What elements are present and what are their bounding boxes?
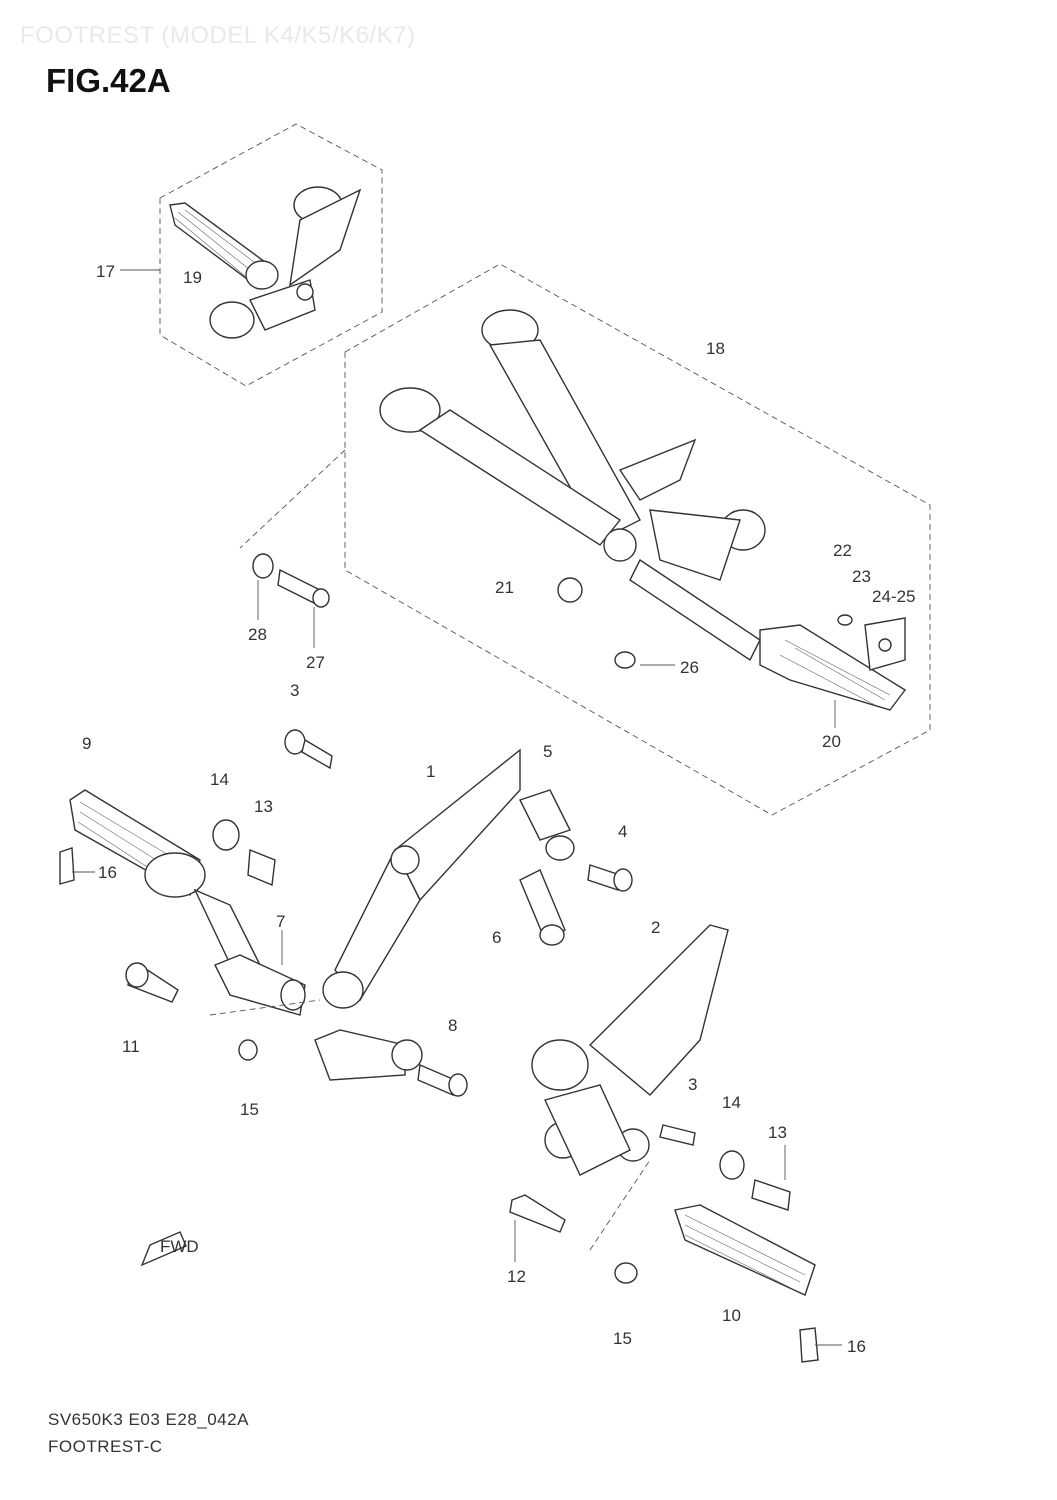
part-17-footrest-assembly — [169, 186, 362, 339]
part-27-28-bolt-washer — [252, 553, 330, 608]
callout-3-right: 3 — [688, 1075, 697, 1094]
callout-3-left: 3 — [290, 681, 299, 700]
part-10-footrest-right — [674, 1204, 819, 1363]
callout-11: 11 — [122, 1037, 140, 1056]
callout-21: 21 — [495, 578, 514, 597]
leader-lines — [72, 269, 842, 1346]
part-3-13-14-right — [659, 1124, 791, 1211]
callout-22: 22 — [833, 541, 852, 560]
part-7-11-15-left — [125, 954, 306, 1061]
callout-1: 1 — [426, 762, 435, 781]
callout-28: 28 — [248, 625, 267, 644]
callout-19: 19 — [183, 268, 202, 287]
callout-8: 8 — [448, 1016, 457, 1035]
callout-4: 4 — [618, 822, 627, 841]
inset-box-17 — [159, 123, 383, 387]
callout-18: 18 — [706, 339, 725, 358]
diagram-code: SV650K3 E03 E28_042A — [48, 1410, 249, 1429]
callout-12: 12 — [507, 1267, 526, 1286]
callout-16-left: 16 — [98, 863, 117, 882]
page-header-title: FOOTREST (MODEL K4/K5/K6/K7) — [20, 22, 416, 49]
part-6-pin — [519, 869, 566, 946]
callout-16-right: 16 — [847, 1337, 866, 1356]
callout-14-left: 14 — [210, 770, 229, 789]
callout-15-left: 15 — [240, 1100, 259, 1119]
callouts: 17 19 18 22 23 24-25 21 28 27 26 3 20 9 … — [82, 262, 915, 1356]
callout-10: 10 — [722, 1306, 741, 1325]
callout-20: 20 — [822, 732, 841, 751]
part-13-14-left — [212, 819, 276, 887]
callout-13-left: 13 — [254, 797, 273, 816]
diagram-name: FOOTREST-C — [48, 1437, 163, 1456]
callout-5: 5 — [543, 742, 552, 761]
part-1-bracket — [314, 748, 575, 1081]
callout-14-right: 14 — [722, 1093, 741, 1112]
callout-15-right: 15 — [613, 1329, 632, 1348]
part-8-bolt — [417, 1063, 468, 1097]
callout-7: 7 — [276, 912, 285, 931]
callout-17: 17 — [96, 262, 115, 281]
part-2-bracket — [531, 924, 729, 1176]
figure-number: FIG.42A — [46, 62, 171, 99]
fwd-arrow-icon: FWD — [140, 1231, 199, 1267]
callout-23: 23 — [852, 567, 871, 586]
part-3-bolt-left — [284, 729, 333, 770]
callout-27: 27 — [306, 653, 325, 672]
part-4-bolt — [587, 864, 633, 892]
part-18-bracket-assembly — [379, 309, 907, 711]
callout-13-right: 13 — [768, 1123, 787, 1142]
callout-2: 2 — [651, 918, 660, 937]
callout-6: 6 — [492, 928, 501, 947]
callout-24-25: 24-25 — [872, 587, 915, 606]
callout-9: 9 — [82, 734, 91, 753]
part-9-footrest-left — [59, 789, 266, 986]
callout-26: 26 — [680, 658, 699, 677]
part-12-15-right — [509, 1194, 638, 1284]
inset-box-18 — [239, 263, 931, 816]
fwd-label: FWD — [160, 1237, 199, 1256]
